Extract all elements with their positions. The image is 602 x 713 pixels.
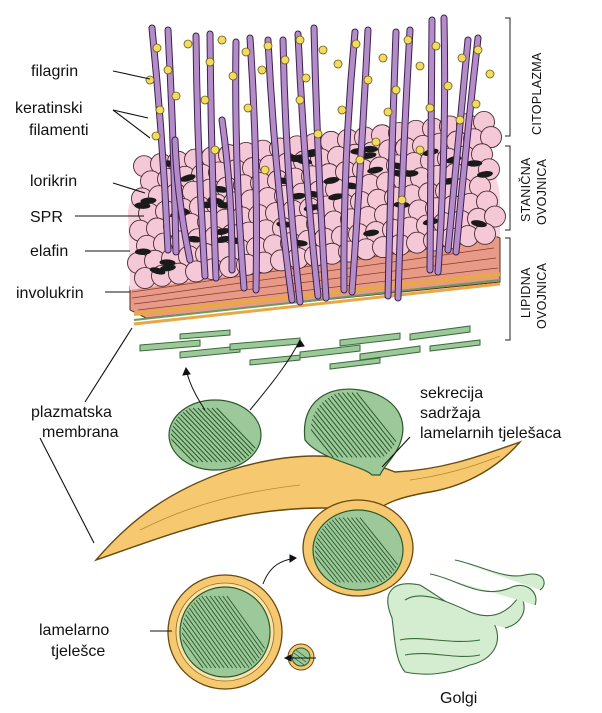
filaggrin-granule: [458, 54, 466, 62]
filaggrin-granule: [334, 60, 342, 68]
filaggrin-granule: [201, 96, 209, 104]
label-spr: SPR: [30, 209, 63, 226]
golgi-apparatus: [388, 560, 544, 674]
filaggrin-granule: [379, 54, 387, 62]
filaggrin-granule: [146, 76, 154, 84]
filaggrin-granule: [416, 62, 424, 70]
label-sekrecija: sekrecija: [420, 385, 483, 402]
filaggrin-granule: [398, 196, 406, 204]
side-label-ovojnica-2: OVOJNICA: [535, 262, 549, 329]
filaggrin-granule: [314, 130, 322, 138]
label-tjelesce: tjelešce: [51, 643, 105, 660]
label-membrana: membrana: [42, 424, 119, 441]
label-lorikrin: lorikrin: [30, 173, 77, 190]
filaggrin-granule: [264, 42, 272, 50]
label-golgi: Golgi: [440, 690, 477, 707]
filaggrin-granule: [404, 36, 412, 44]
filaggrin-granule: [319, 46, 327, 54]
lamellar-body-fusing: [284, 500, 413, 596]
label-filagrin: filagrin: [31, 63, 78, 80]
filaggrin-granule: [356, 156, 364, 164]
filaggrin-granule: [258, 66, 266, 74]
filaggrin-granule: [352, 40, 360, 48]
filaggrin-granule: [261, 166, 269, 174]
filaggrin-granule: [364, 76, 372, 84]
label-filamenti: filamenti: [29, 122, 89, 139]
filaggrin-granule: [372, 138, 380, 146]
filaggrin-granule: [206, 58, 214, 66]
side-label-ovojnica-1: OVOJNICA: [535, 158, 549, 225]
small-vesicle: [288, 644, 314, 670]
label-elafin: elafin: [30, 243, 68, 260]
filaggrin-granule: [229, 72, 237, 80]
filaggrin-granule: [172, 92, 180, 100]
filaggrin-granule: [152, 132, 160, 140]
filaggrin-granule: [164, 66, 172, 74]
filaggrin-granule: [456, 116, 464, 124]
keratin-filament: [430, 20, 432, 270]
lamellar-body-left: [141, 400, 268, 470]
label-lamelarnih-tjelesaca: lamelarnih tjelešaca: [420, 425, 562, 442]
filaggrin-granule: [486, 70, 494, 78]
filaggrin-granule: [153, 44, 161, 52]
filaggrin-granule: [242, 48, 250, 56]
filaggrin-granule: [384, 108, 392, 116]
filaggrin-granule: [281, 56, 289, 64]
filaggrin-granule: [184, 40, 192, 48]
label-keratinski: keratinski: [15, 100, 83, 117]
filaggrin-granule: [244, 104, 252, 112]
filaggrin-granule: [444, 82, 452, 90]
label-sadrzaja: sadržaja: [420, 405, 481, 422]
label-involukrin: involukrin: [16, 285, 84, 302]
keratin-filaments: [152, 18, 478, 302]
filaggrin-granule: [211, 146, 219, 154]
filaggrin-granule: [302, 74, 310, 82]
filaggrin-granule: [296, 96, 304, 104]
filaggrin-granule: [392, 86, 400, 94]
filaggrin-granule: [426, 104, 434, 112]
lamellar-body-free: [151, 575, 282, 689]
label-plazmatska: plazmatska: [31, 404, 112, 421]
filaggrin-granule: [472, 100, 480, 108]
filaggrin-granule: [474, 46, 482, 54]
side-label-lipidna: LIPIDNA: [519, 267, 533, 318]
filaggrin-granule: [416, 146, 424, 154]
filaggrin-granule: [432, 42, 440, 50]
lamellar-fragments: [140, 326, 480, 369]
filaggrin-granule: [218, 36, 226, 44]
filaggrin-granule: [156, 106, 164, 114]
filaggrin-granule: [296, 36, 304, 44]
side-label-stanicna: STANIČNA: [518, 157, 533, 222]
side-label-citoplazma: CITOPLAZMA: [530, 52, 544, 135]
label-lamelarno: lamelarno: [39, 622, 109, 639]
filaggrin-granule: [338, 106, 346, 114]
side-brackets: [505, 18, 510, 340]
